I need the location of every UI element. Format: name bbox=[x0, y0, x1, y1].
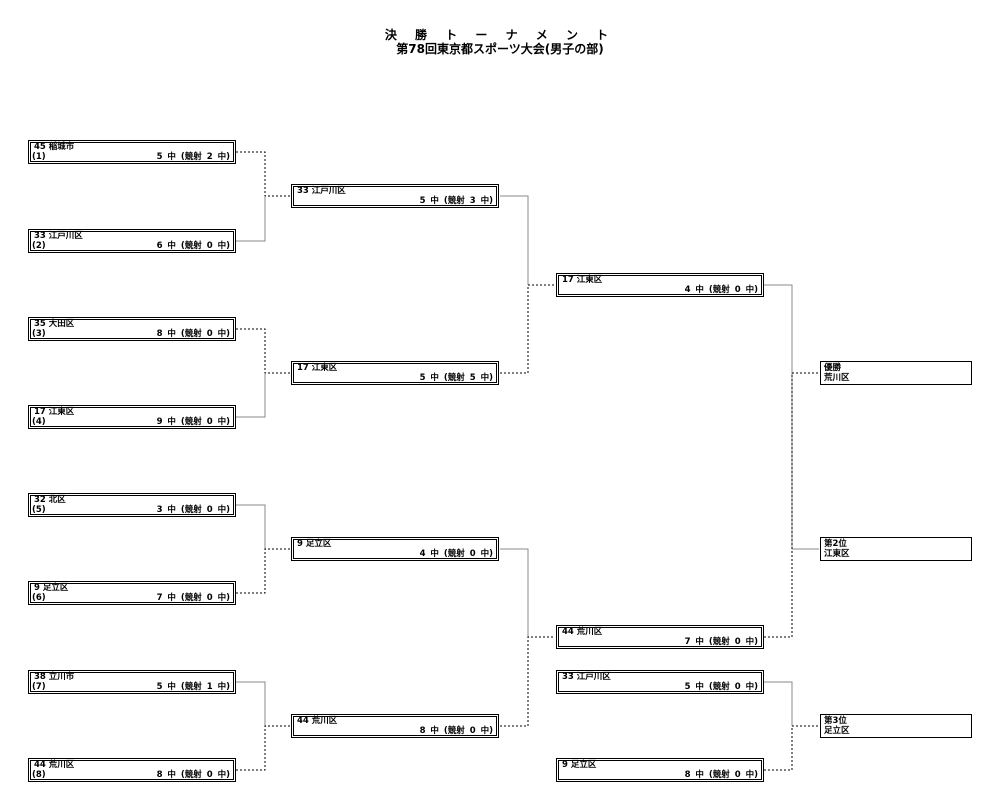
third-place-match-2: 9 足立区 8 中 (競射 0 中) bbox=[556, 758, 764, 782]
connector-r1-4 bbox=[236, 373, 266, 418]
result-team: 荒川区 bbox=[824, 373, 850, 383]
result-label: 第3位 bbox=[824, 716, 847, 726]
team-name: 17 江東区 bbox=[34, 407, 75, 417]
connector-r1-2 bbox=[236, 196, 266, 242]
connector-r1-6 bbox=[236, 548, 290, 594]
connector-r1-7 bbox=[236, 681, 266, 726]
r1-match-5: 32 北区 (5) 3 中 (競射 0 中) bbox=[28, 493, 236, 517]
score: 5 中 (競射 0 中) bbox=[684, 682, 758, 692]
connector-r2-2 bbox=[500, 284, 555, 374]
r1-match-7: 38 立川市 (7) 5 中 (競射 1 中) bbox=[28, 670, 236, 694]
r1-match-6: 9 足立区 (6) 7 中 (競射 0 中) bbox=[28, 581, 236, 605]
page-subtitle: 第78回東京都スポーツ大会(男子の部) bbox=[396, 42, 604, 56]
team-name: 38 立川市 bbox=[34, 672, 75, 682]
team-name: 17 江東区 bbox=[297, 363, 338, 373]
score: 5 中 (競射 2 中) bbox=[156, 152, 230, 162]
r1-match-4: 17 江東区 (4) 9 中 (競射 0 中) bbox=[28, 405, 236, 429]
semifinal-match-2: 44 荒川区 7 中 (競射 0 中) bbox=[556, 625, 764, 649]
score: 5 中 (競射 1 中) bbox=[156, 682, 230, 692]
team-name: 44 荒川区 bbox=[34, 760, 75, 770]
score: 5 中 (競射 3 中) bbox=[419, 196, 493, 206]
result-second-place: 第2位 江東区 bbox=[820, 537, 972, 561]
result-third-place: 第3位 足立区 bbox=[820, 714, 972, 738]
team-name: 9 足立区 bbox=[562, 760, 597, 770]
seed-label: (2) bbox=[32, 241, 46, 251]
connector-3rd-1 bbox=[764, 681, 793, 726]
team-name: 44 荒川区 bbox=[562, 627, 603, 637]
r2-match-3: 9 足立区 4 中 (競射 0 中) bbox=[291, 537, 499, 561]
seed-label: (8) bbox=[32, 770, 46, 780]
score: 6 中 (競射 0 中) bbox=[156, 241, 230, 251]
score: 8 中 (競射 0 中) bbox=[419, 726, 493, 736]
score: 9 中 (競射 0 中) bbox=[156, 417, 230, 427]
score: 7 中 (競射 0 中) bbox=[156, 593, 230, 603]
seed-label: (5) bbox=[32, 505, 46, 515]
team-name: 45 稲城市 bbox=[34, 142, 75, 152]
score: 8 中 (競射 0 中) bbox=[156, 770, 230, 780]
r2-match-4: 44 荒川区 8 中 (競射 0 中) bbox=[291, 714, 499, 738]
connector-sf-2 bbox=[764, 372, 819, 638]
r1-match-3: 35 大田区 (3) 8 中 (競射 0 中) bbox=[28, 317, 236, 341]
connector-r2-1 bbox=[500, 195, 529, 285]
seed-label: (3) bbox=[32, 329, 46, 339]
connector-r1-3 bbox=[236, 328, 290, 374]
result-label: 第2位 bbox=[824, 539, 847, 549]
result-champion: 優勝 荒川区 bbox=[820, 361, 972, 385]
r1-match-2: 33 江戸川区 (2) 6 中 (競射 0 中) bbox=[28, 229, 236, 253]
team-name: 33 江戸川区 bbox=[297, 186, 346, 196]
team-name: 9 足立区 bbox=[34, 583, 69, 593]
score: 4 中 (競射 0 中) bbox=[684, 285, 758, 295]
team-name: 44 荒川区 bbox=[297, 716, 338, 726]
team-name: 35 大田区 bbox=[34, 319, 75, 329]
score: 7 中 (競射 0 中) bbox=[684, 637, 758, 647]
connector-r1-8 bbox=[236, 725, 290, 771]
seed-label: (7) bbox=[32, 682, 46, 692]
connector-r1-5 bbox=[236, 504, 266, 549]
connector-r2-3 bbox=[500, 548, 529, 637]
team-name: 33 江戸川区 bbox=[562, 672, 611, 682]
semifinal-match-1: 17 江東区 4 中 (競射 0 中) bbox=[556, 273, 764, 297]
connector-r2-4 bbox=[500, 636, 555, 727]
score: 3 中 (競射 0 中) bbox=[156, 505, 230, 515]
r2-match-1: 33 江戸川区 5 中 (競射 3 中) bbox=[291, 184, 499, 208]
result-label: 優勝 bbox=[824, 363, 842, 373]
result-team: 江東区 bbox=[824, 549, 850, 559]
r1-match-1: 45 稲城市 (1) 5 中 (競射 2 中) bbox=[28, 140, 236, 164]
team-name: 17 江東区 bbox=[562, 275, 603, 285]
score: 4 中 (競射 0 中) bbox=[419, 549, 493, 559]
team-name: 32 北区 bbox=[34, 495, 66, 505]
r1-match-8: 44 荒川区 (8) 8 中 (競射 0 中) bbox=[28, 758, 236, 782]
page-title: 決 勝 ト ー ナ メ ン ト bbox=[384, 28, 616, 42]
seed-label: (4) bbox=[32, 417, 46, 427]
score: 8 中 (競射 0 中) bbox=[156, 329, 230, 339]
third-place-match-1: 33 江戸川区 5 中 (競射 0 中) bbox=[556, 670, 764, 694]
r2-match-2: 17 江東区 5 中 (競射 5 中) bbox=[291, 361, 499, 385]
result-team: 足立区 bbox=[824, 726, 850, 736]
team-name: 33 江戸川区 bbox=[34, 231, 83, 241]
seed-label: (6) bbox=[32, 593, 46, 603]
score: 5 中 (競射 5 中) bbox=[419, 373, 493, 383]
team-name: 9 足立区 bbox=[297, 539, 332, 549]
connector-r1-1 bbox=[236, 151, 290, 197]
connector-3rd-2 bbox=[764, 725, 819, 771]
seed-label: (1) bbox=[32, 152, 46, 162]
score: 8 中 (競射 0 中) bbox=[684, 770, 758, 780]
